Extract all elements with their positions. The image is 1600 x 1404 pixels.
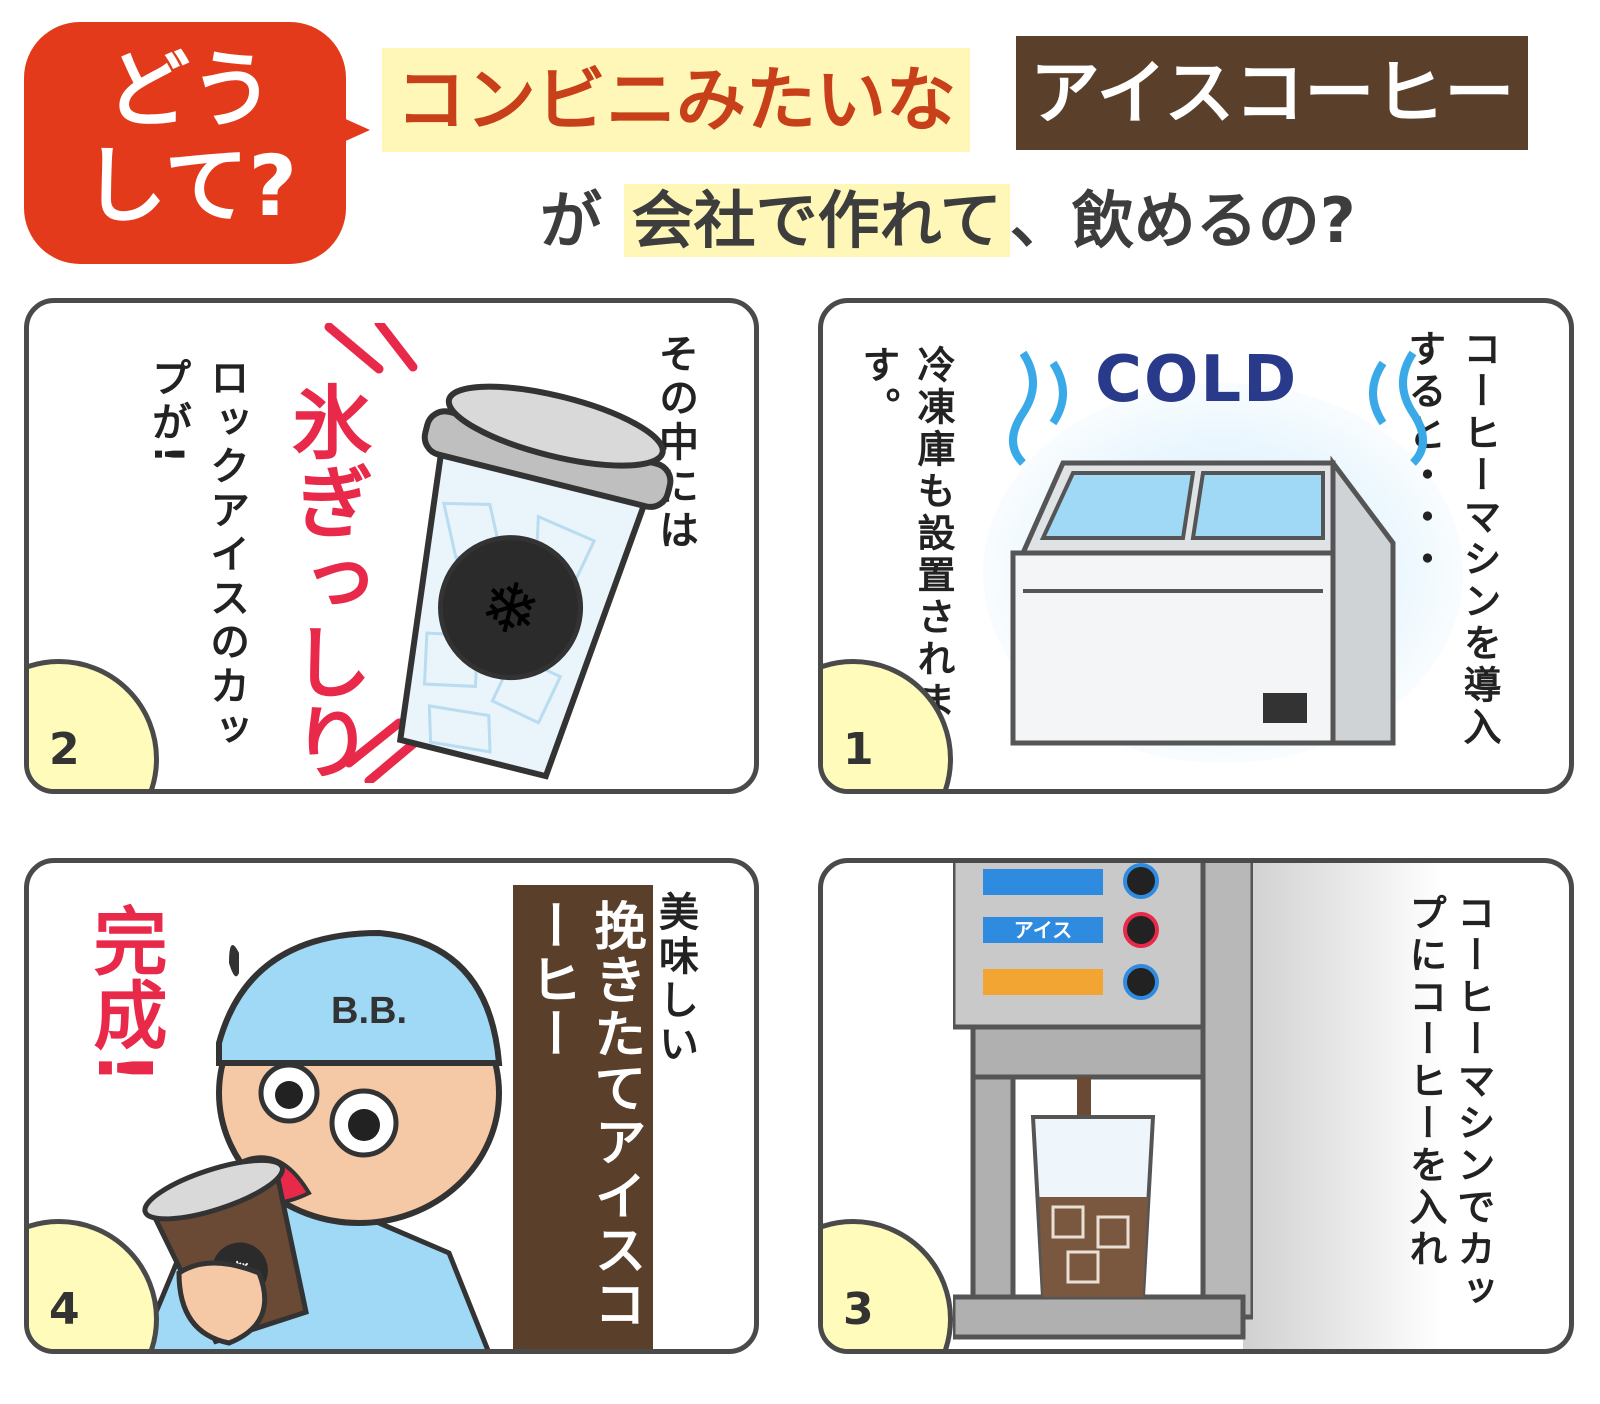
panel-2: その中には ロックアイスのカップが! 氷ぎっしり ❄ 2 (24, 298, 759, 794)
bubble-text: どう して? (40, 42, 340, 234)
coffee-machine-illustration: アイス (953, 863, 1253, 1340)
headline-part-1: コンビニみたいな (382, 48, 970, 152)
sparkle-icon (229, 945, 239, 977)
panel-2-shout: 氷ぎっしり (279, 381, 372, 781)
panel-4-caption-a: 美味しい (652, 891, 698, 1067)
panel-2-caption-b: ロックアイスのカップが! (145, 357, 249, 753)
machine-shadow (1243, 863, 1443, 1349)
panel-1-caption-b: 冷凍庫も設置されます。 (856, 345, 955, 723)
panel-2-number: 2 (49, 724, 80, 775)
freezer-illustration (1009, 350, 1427, 746)
panel-1-caption-a: コーヒーマシンを導入すると・・・ (1402, 329, 1501, 749)
panel-3-number: 3 (843, 1284, 874, 1335)
freezer-glass-left (1039, 471, 1196, 540)
panel-3-caption: コーヒーマシンでカップにコーヒーを入れ (1403, 893, 1495, 1313)
headline-line-2-b: 会社で作れて (623, 184, 1010, 257)
question-bubble (24, 22, 346, 264)
panel-3-number-badge (823, 1219, 953, 1349)
headline-line-2-a: が (540, 184, 603, 257)
ice-button-label: アイス (1014, 918, 1072, 942)
freezer-glass-right (1190, 471, 1325, 540)
cup-lid-top (445, 383, 666, 469)
bubble-tail (330, 112, 370, 148)
headline-part-2: アイスコーヒー (1016, 36, 1529, 150)
panel-4-shout: 完成! (81, 903, 167, 1085)
cap-icon (216, 929, 503, 1066)
headline-line-2-c: 、飲めるの? (1009, 184, 1356, 257)
machine-button-bar-ice (983, 917, 1103, 943)
panel-1-number: 1 (843, 724, 874, 775)
panel-4-caption-b: 挽きたてアイスコーヒー (513, 885, 653, 1349)
machine-button-bar-3 (983, 969, 1103, 995)
panel-1: コーヒーマシンを導入すると・・・ 冷凍庫も設置されます。 COLD 1 (818, 298, 1574, 794)
machine-knob-1 (1123, 863, 1159, 899)
man-hand (176, 1260, 268, 1346)
headline-line-2: が 会社で作れて、飲めるの? (540, 176, 1356, 266)
speed-lines-bottom (344, 718, 424, 783)
bubble-line-1: どう (105, 41, 274, 139)
freezer-side (1330, 455, 1396, 746)
cold-waves (1009, 350, 1427, 466)
iced-coffee (1039, 1197, 1148, 1297)
bubble-line-2: して? (82, 137, 298, 235)
panel-4: 美味しい 挽きたてアイスコーヒー 完成! B.B. ❄ 4 (24, 858, 759, 1354)
machine-column (970, 1074, 1016, 1320)
speed-lines-top (324, 323, 418, 374)
cup-emblem (438, 535, 584, 681)
man-drinking-illustration: B.B. ❄ (137, 929, 503, 1349)
machine-knob-2 (1123, 912, 1159, 948)
panel-3: アイス コーヒーマシンでカップにコーヒーを入れ 3 (818, 858, 1574, 1354)
ice-cup-illustration: ❄ (324, 323, 674, 783)
machine-tray (953, 1294, 1246, 1340)
machine-button-bar-1 (983, 869, 1103, 895)
cold-label: COLD (1095, 343, 1299, 417)
cap-text: B.B. (331, 990, 407, 1032)
ice-cubes (1051, 1205, 1130, 1284)
freezer-panel (1263, 693, 1307, 723)
panel-4-number: 4 (49, 1284, 80, 1335)
machine-knob-3 (1123, 964, 1159, 1000)
